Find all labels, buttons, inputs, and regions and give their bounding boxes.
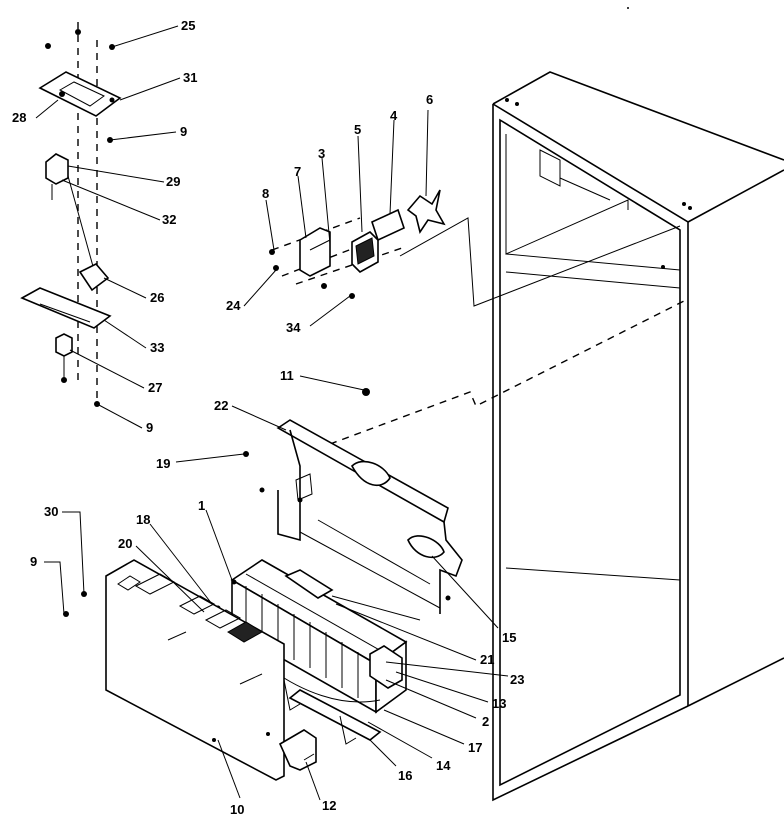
callout-33: 33 — [150, 340, 164, 355]
callout-26: 26 — [150, 290, 164, 305]
callout-1: 1 — [198, 498, 205, 513]
callout-labels: 25 31 28 9 29 32 26 33 27 9 8 7 3 5 4 6 … — [12, 18, 524, 817]
callout-15: 15 — [502, 630, 516, 645]
evaporator-fan-assembly — [269, 189, 446, 299]
callout-28: 28 — [12, 110, 26, 125]
evaporator-cover — [63, 559, 317, 781]
evaporator-coil-assembly — [215, 559, 421, 745]
callout-11: 11 — [280, 368, 294, 383]
damper-control-assembly — [20, 22, 122, 407]
callout-25: 25 — [181, 18, 195, 33]
callout-32: 32 — [162, 212, 176, 227]
callout-13: 13 — [492, 696, 506, 711]
callout-14: 14 — [436, 758, 451, 773]
leader-lines — [35, 25, 509, 801]
refrigerator-cabinet — [492, 71, 784, 802]
air-duct-panel — [243, 388, 463, 614]
callout-30: 30 — [44, 504, 58, 519]
callout-16: 16 — [398, 768, 412, 783]
callout-7: 7 — [294, 164, 301, 179]
assembly-reference-line — [399, 217, 681, 307]
callout-23: 23 — [510, 672, 524, 687]
callout-2: 2 — [482, 714, 489, 729]
callout-18: 18 — [136, 512, 150, 527]
callout-9-middle: 9 — [146, 420, 153, 435]
callout-22: 22 — [214, 398, 228, 413]
callout-20: 20 — [118, 536, 132, 551]
callout-3: 3 — [318, 146, 325, 161]
callout-6: 6 — [426, 92, 433, 107]
callout-17: 17 — [468, 740, 482, 755]
callout-27: 27 — [148, 380, 162, 395]
callout-34: 34 — [286, 320, 301, 335]
callout-12: 12 — [322, 798, 336, 813]
corner-mark — [627, 7, 629, 9]
callout-19: 19 — [156, 456, 170, 471]
callout-8: 8 — [262, 186, 269, 201]
assembly-reference-dashed-line — [329, 299, 687, 445]
callout-21: 21 — [480, 652, 494, 667]
callout-29: 29 — [166, 174, 180, 189]
callout-24: 24 — [226, 298, 241, 313]
callout-9-left: 9 — [30, 554, 37, 569]
callout-9-top: 9 — [180, 124, 187, 139]
callout-10: 10 — [230, 802, 244, 817]
callout-31: 31 — [183, 70, 197, 85]
callout-5: 5 — [354, 122, 361, 137]
callout-4: 4 — [390, 108, 398, 123]
